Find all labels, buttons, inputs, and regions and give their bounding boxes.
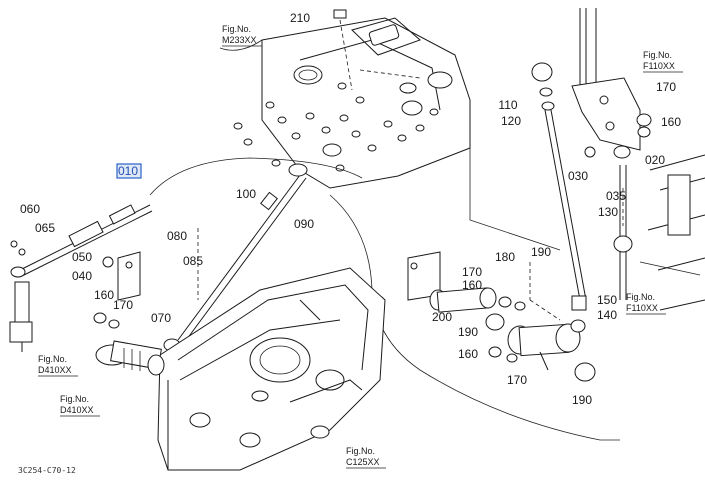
- right-rod: [531, 62, 587, 311]
- callout-130[interactable]: 130: [598, 205, 618, 219]
- right-frame: [639, 154, 705, 311]
- figure-ref-f110xx[interactable]: Fig.No.F110XX: [643, 50, 683, 73]
- bolt-holes: [233, 82, 439, 172]
- figure-ref-label: Fig.No.: [60, 394, 89, 404]
- transmission-case-top: [233, 9, 471, 189]
- callout-030[interactable]: 030: [568, 169, 588, 183]
- callout-160[interactable]: 160: [94, 288, 114, 302]
- callout-170[interactable]: 170: [462, 265, 482, 279]
- figure-references: Fig.No.M233XXFig.No.F110XXFig.No.F110XXF…: [38, 24, 683, 469]
- figure-ref-code: F110XX: [643, 61, 675, 71]
- bracket: [117, 251, 141, 301]
- figure-ref-label: Fig.No.: [222, 24, 251, 34]
- callout-170[interactable]: 170: [113, 298, 133, 312]
- callout-060[interactable]: 060: [20, 202, 40, 216]
- figure-ref-code: C125XX: [346, 457, 380, 467]
- callout-170[interactable]: 170: [507, 373, 527, 387]
- shaft-sleeve: [95, 340, 165, 376]
- callout-170[interactable]: 170: [656, 80, 676, 94]
- callout-010[interactable]: 010: [118, 164, 138, 178]
- callout-040[interactable]: 040: [72, 269, 92, 283]
- figure-ref-d410xx[interactable]: Fig.No.D410XX: [60, 394, 100, 417]
- right-cable: [613, 165, 633, 300]
- callout-070[interactable]: 070: [151, 311, 171, 325]
- footer-code: 3C254-C70-12: [18, 466, 76, 475]
- figure-ref-code: D410XX: [38, 365, 72, 375]
- figure-ref-c125xx[interactable]: Fig.No.C125XX: [346, 446, 386, 469]
- callout-180[interactable]: 180: [495, 250, 515, 264]
- callout-150[interactable]: 150: [597, 293, 617, 307]
- callout-020[interactable]: 020: [645, 153, 665, 167]
- figure-ref-label: Fig.No.: [38, 354, 67, 364]
- figure-ref-d410xx[interactable]: Fig.No.D410XX: [38, 354, 78, 377]
- lever-shaft: [9, 281, 33, 352]
- callout-200[interactable]: 200: [432, 310, 452, 324]
- callout-160[interactable]: 160: [661, 115, 681, 129]
- right-bracket: [571, 77, 652, 159]
- callout-080[interactable]: 080: [167, 229, 187, 243]
- callout-190[interactable]: 190: [458, 325, 478, 339]
- control-rod: [163, 163, 308, 352]
- callout-210[interactable]: 210: [290, 11, 310, 25]
- callout-085[interactable]: 085: [183, 254, 203, 268]
- gear-case: [157, 267, 386, 471]
- figure-ref-label: Fig.No.: [346, 446, 375, 456]
- callout-highlight-box: [116, 163, 142, 179]
- cable-assembly: [10, 204, 153, 278]
- callout-050[interactable]: 050: [72, 250, 92, 264]
- figure-ref-code: M233XX: [222, 35, 257, 45]
- shift-bracket: [407, 251, 497, 313]
- figure-ref-label: Fig.No.: [626, 292, 655, 302]
- callout-065[interactable]: 065: [35, 221, 55, 235]
- callout-035[interactable]: 035: [606, 189, 626, 203]
- callout-100[interactable]: 100: [236, 187, 256, 201]
- cross-shaft: [507, 319, 586, 371]
- callout-120[interactable]: 120: [501, 114, 521, 128]
- callout-190[interactable]: 190: [572, 393, 592, 407]
- callout-160[interactable]: 160: [462, 278, 482, 292]
- callout-190[interactable]: 190: [531, 245, 551, 259]
- figure-ref-f110xx[interactable]: Fig.No.F110XX: [626, 292, 666, 315]
- figure-ref-label: Fig.No.: [643, 50, 672, 60]
- callout-140[interactable]: 140: [597, 308, 617, 322]
- callout-labels: 0100600650500401601700700800851000902101…: [20, 11, 681, 407]
- callout-090[interactable]: 090: [294, 217, 314, 231]
- figure-ref-code: D410XX: [60, 405, 94, 415]
- callout-160[interactable]: 160: [458, 347, 478, 361]
- figure-ref-m233xx[interactable]: Fig.No.M233XX: [222, 24, 262, 47]
- figure-ref-code: F110XX: [626, 303, 658, 313]
- callout-110[interactable]: 110: [498, 98, 517, 112]
